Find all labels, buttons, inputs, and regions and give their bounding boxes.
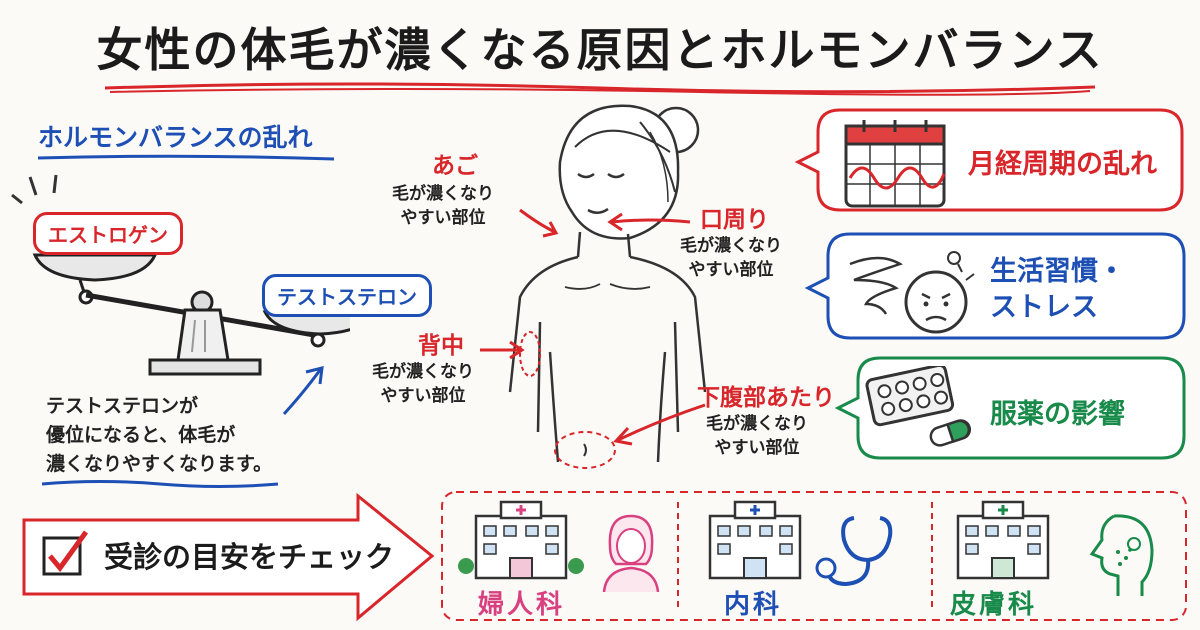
desc-line: やすい部位 [714,438,800,458]
note-underline [41,480,279,488]
note-line: 濃くなりやすくなります。 [46,453,273,475]
stress-face-icon [849,251,975,334]
skin-face-icon [1089,514,1154,596]
checkup-title: 受診の目安をチェック [104,540,395,574]
dept-internal-label: 内科 [724,590,783,620]
note-line: 優位になると、体毛が [46,424,236,446]
desc-line: やすい部位 [688,260,774,280]
section-underline [37,154,335,161]
desc-line: やすい部位 [380,386,466,406]
title-underline [104,82,1096,96]
testosterone-label: テストステロン [262,274,432,317]
arrow-up-icon [282,366,324,416]
region-jaw-title: あご [432,153,478,179]
region-back-title: 背中 [418,333,464,359]
desc-line: 毛が濃くなり [680,236,782,256]
note-line: テストステロンが [46,395,199,417]
region-abdomen-title: 下腹部あたり [697,385,835,411]
stethoscope-icon [815,516,893,587]
female-body-illustration [508,104,707,469]
region-abdomen-desc: 毛が濃くなり やすい部位 [706,412,808,460]
desc-line: やすい部位 [400,208,486,228]
region-mouth-desc: 毛が濃くなり やすい部位 [680,234,782,282]
dept-dermatology-label: 皮膚科 [950,590,1038,620]
checkup-arrow-banner [22,492,435,622]
section-title-hormone: ホルモンバランスの乱れ [38,123,313,152]
region-jaw-desc: 毛が濃くなり やすい部位 [392,182,494,230]
hospital-icon [708,500,802,580]
woman-avatar-icon [602,514,660,592]
desc-line: 毛が濃くなり [372,362,474,382]
cause-lifestyle-label: 生活習慣・ ストレス [990,254,1125,326]
cause-cycle-label: 月経周期の乱れ [968,149,1157,180]
cause-bubble-lifestyle [804,232,1186,340]
calendar-icon [844,120,946,208]
checkbox-icon [42,530,89,576]
page-title: 女性の体毛が濃くなる原因とホルモンバランス [96,23,1104,77]
desc-line: 毛が濃くなり [392,184,494,204]
hospital-icon [956,500,1050,580]
region-mouth-title: 口周り [700,207,769,233]
hospital-icon [458,500,584,580]
emphasis-marks [11,174,58,205]
cause-medication-label: 服薬の影響 [990,399,1125,430]
desc-line: 毛が濃くなり [706,414,808,434]
balance-note: テストステロンが 優位になると、体毛が 濃くなりやすくなります。 [46,392,272,479]
cause-lifestyle-line: 生活習慣・ [990,256,1125,287]
cause-lifestyle-line: ストレス [990,292,1098,323]
dept-gynecology-label: 婦人科 [478,590,566,620]
departments-panel [441,491,1187,621]
region-back-desc: 毛が濃くなり やすい部位 [372,360,474,408]
estrogen-label: エストロゲン [33,212,183,255]
balance-scale-icon [32,253,350,376]
pill-pack-icon [865,366,972,447]
